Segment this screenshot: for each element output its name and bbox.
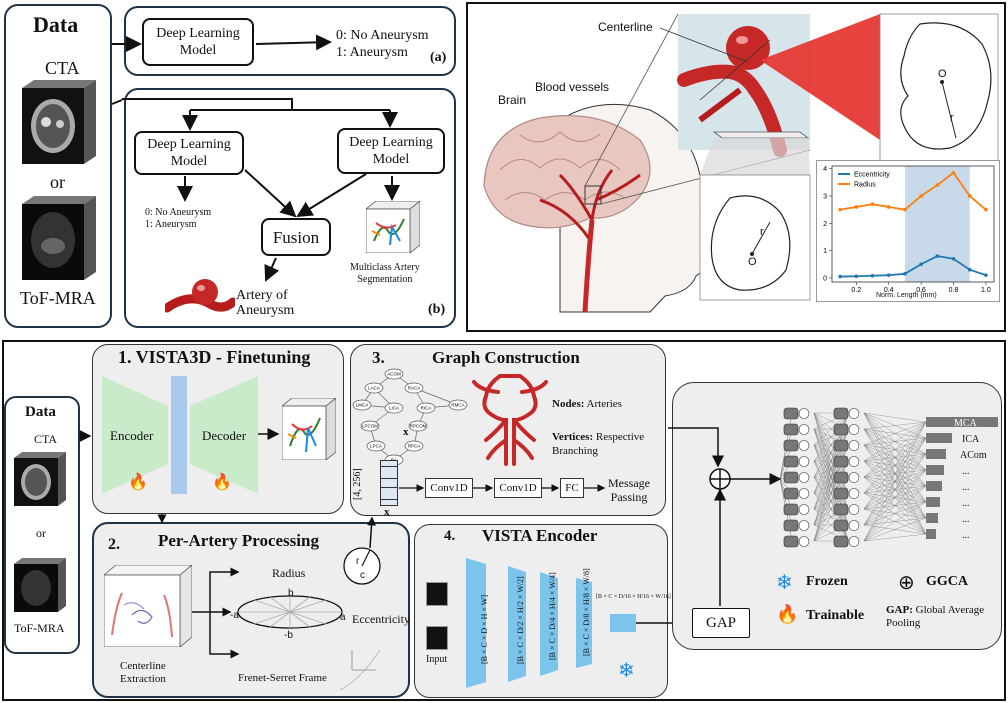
ellipse-b-bottom: -b <box>284 630 293 641</box>
nodes-text: Nodes: Arteries <box>552 398 622 410</box>
tof-label-top: ToF-MRA <box>20 288 96 308</box>
tag-b: (b) <box>428 302 446 317</box>
nodes-key: Nodes: <box>552 398 585 410</box>
fc-box: FC <box>560 478 584 498</box>
vertices-value: Respective Branching <box>552 431 645 457</box>
section-1-title: 1. VISTA3D - Finetuning <box>118 347 311 367</box>
bottom-frame <box>2 340 1006 701</box>
dim-2: [B × C × D/4 × H/4 × W/4] <box>548 572 557 660</box>
legend-trainable: Trainable <box>806 608 865 623</box>
aneurysm-artery-image <box>165 278 235 318</box>
legend-frozen: Frozen <box>806 574 848 589</box>
legend-ggca: GGCA <box>926 574 968 589</box>
conv1d-box-2: Conv1D <box>494 478 542 498</box>
legend-gap-value: Global Average Pooling <box>886 604 985 629</box>
nodes-value: Arteries <box>584 398 622 410</box>
vertices-key: Vertices: <box>552 431 594 443</box>
data-title-top: Data <box>33 12 79 37</box>
feature-vector-mid <box>380 478 398 488</box>
segmentation-cube <box>366 201 420 253</box>
legend-gap-key: GAP: <box>886 604 913 616</box>
legend-gap: GAP: Global Average Pooling <box>886 604 984 630</box>
chart-frame <box>816 160 1000 302</box>
circle-c: c <box>360 570 365 581</box>
chart-xlabel: Norm. Length (mm) <box>876 292 937 299</box>
section-4-title: VISTA Encoder <box>482 526 598 545</box>
dim-0: [B × C × D × H × W] <box>480 594 489 664</box>
tof-scan-cube <box>22 196 96 280</box>
segmentation-label: Multiclass Artery Segmentation <box>350 262 420 285</box>
brain-label: Brain <box>498 93 527 107</box>
dl-model-box-b-left: Deep Learning Model <box>134 131 244 175</box>
input-scan-2 <box>426 626 448 650</box>
input-scan-1 <box>426 582 448 606</box>
dim-final: [B × C × D/16 × H/16 × W/16] <box>596 594 671 600</box>
centerline-cube <box>104 565 192 647</box>
tof-scan-bottom <box>14 558 66 612</box>
cta-scan-bottom <box>14 452 66 506</box>
trainable-flame-icon-dec: 🔥 <box>212 474 232 491</box>
dl-model-box-b-right: Deep Learning Model <box>337 128 445 174</box>
frenet-label: Frenet-Serret Frame <box>238 672 327 684</box>
cta-label-top: CTA <box>45 58 80 78</box>
section-2-number: 2. <box>108 536 120 553</box>
trainable-flame-icon-enc: 🔥 <box>128 474 148 491</box>
decoder-label: Decoder <box>202 428 247 443</box>
dim-1: [B × C × D/2 × H/2 × W/2] <box>516 576 525 664</box>
graph-x-bottom: x <box>384 506 390 518</box>
section-4-number: 4. <box>444 528 456 544</box>
section-3-number: 3. <box>372 348 385 367</box>
output-0-a: 0: No Aneurysm <box>336 28 429 43</box>
cross-o-top: O <box>938 68 947 80</box>
gap-box: GAP <box>692 608 750 638</box>
section-2-title: Per-Artery Processing <box>158 531 319 550</box>
output-0-b: 0: No Aneurysm <box>145 207 212 218</box>
circle-r: r <box>356 556 360 567</box>
or-label-bottom: or <box>36 526 46 540</box>
output-1-a: 1: Aneurysm <box>336 45 408 60</box>
frozen-snowflake-icon-legend: ❄ <box>776 572 793 594</box>
cta-scan-cube <box>22 80 96 164</box>
shape-label: [4, 256] <box>352 468 363 500</box>
or-label-top: or <box>50 172 65 192</box>
blood-vessels-label: Blood vessels <box>535 80 610 94</box>
eccentricity-label: Eccentricity <box>352 612 410 626</box>
centerline-extraction-label: Centerline Extraction <box>120 660 166 685</box>
cross-r-top: r <box>950 112 954 124</box>
ggca-oplus-icon: ⊕ <box>898 572 915 594</box>
dl-model-box-a: Deep Learning Model <box>142 18 254 66</box>
tof-label-bottom: ToF-MRA <box>14 621 65 635</box>
trainable-flame-icon-legend: 🔥 <box>776 604 799 624</box>
radius-label: Radius <box>272 566 306 580</box>
ellipse-a-left: -a <box>230 610 239 621</box>
frozen-snowflake-icon-encoder: ❄ <box>618 660 635 682</box>
message-passing-label: Message Passing <box>608 476 650 504</box>
cta-label-bottom: CTA <box>34 432 58 446</box>
ellipse-a-right: a <box>340 612 346 623</box>
dim-3: [B × C × D/8 × H/8 × W/8] <box>582 568 591 656</box>
centerline-label: Centerline <box>598 20 653 34</box>
section-3-title: Graph Construction <box>432 348 580 367</box>
feature-vector <box>380 460 398 506</box>
fusion-box: Fusion <box>261 218 331 256</box>
ellipse-b-top: b <box>288 588 294 599</box>
encoder-label: Encoder <box>110 428 154 443</box>
segmentation-cube-bottom <box>282 398 336 460</box>
graph-x-top: x <box>403 426 409 438</box>
input-label: Input <box>426 654 448 665</box>
cross-r-bottom: r <box>760 226 764 238</box>
feature-vector-rows <box>380 466 398 500</box>
conv1d-box-1: Conv1D <box>425 478 473 498</box>
data-title-bottom: Data <box>25 404 56 420</box>
tag-a: (a) <box>430 50 447 65</box>
vertices-text: Vertices: Respective Branching <box>552 430 644 458</box>
output-1-b: 1: Aneurysm <box>145 219 197 230</box>
artery-of-aneurysm-label: Artery of Aneurysm <box>236 288 295 318</box>
cross-o-bottom: O <box>748 256 757 268</box>
